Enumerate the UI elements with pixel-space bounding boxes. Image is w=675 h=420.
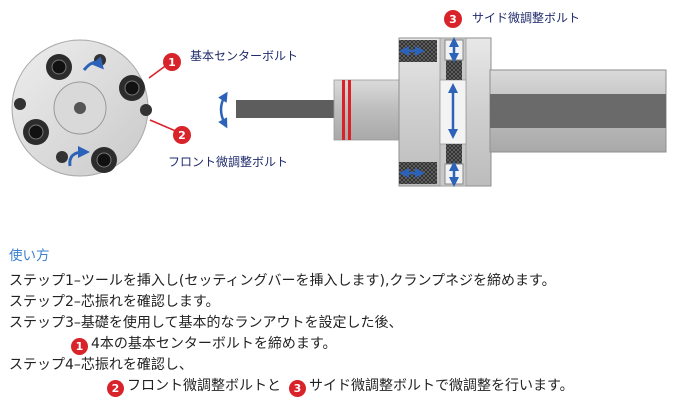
step-4-detail-text-b: サイド微調整ボルトで微調整を行います。 <box>309 378 574 394</box>
step-4: ステップ4–芯振れを確認し、 <box>9 357 193 373</box>
step-1: ステップ1–ツールを挿入し(セッティングバーを挿入します),クランプネジを締めま… <box>9 273 556 289</box>
step-2: ステップ2–芯振れを確認します。 <box>9 294 220 310</box>
callout-3-label: サイド微調整ボルト <box>472 10 580 25</box>
front-face-view <box>11 39 152 177</box>
usage-instructions: 使い方 ステップ1–ツールを挿入し(セッティングバーを挿入します),クランプネジ… <box>9 247 669 397</box>
step-badge-1: 1 <box>71 338 88 355</box>
holder-diagram: 1 基本センターボルト 2 フロント微調整ボルト <box>11 10 667 187</box>
rotate-arrow-icon <box>82 56 104 71</box>
rotate-arrow-icon <box>68 146 90 167</box>
callout-3-number: 3 <box>449 13 457 26</box>
step-3-detail-text: 4本の基本センターボルトを締めます。 <box>91 336 337 352</box>
callout-2-badge <box>173 126 191 144</box>
callout-3-badge <box>444 10 462 28</box>
step-3: ステップ3–基礎を使用して基本的なランアウトを設定した後、 <box>9 315 403 331</box>
step-4-detail-text-a: フロント微調整ボルトと <box>127 378 281 394</box>
callout-1-badge <box>163 53 181 71</box>
callout-1-label: 基本センターボルト <box>190 49 298 63</box>
center-bolt-icon <box>23 54 145 173</box>
vertical-adjust-arrow-icon <box>218 91 228 129</box>
callout-1-number: 1 <box>168 56 176 69</box>
step-badge-3: 3 <box>289 380 306 397</box>
callout-2-number: 2 <box>178 129 186 142</box>
step-badge-2: 2 <box>107 380 124 397</box>
side-view <box>236 37 667 187</box>
callout-2-label: フロント微調整ボルト <box>168 154 288 169</box>
usage-title: 使い方 <box>9 248 50 264</box>
